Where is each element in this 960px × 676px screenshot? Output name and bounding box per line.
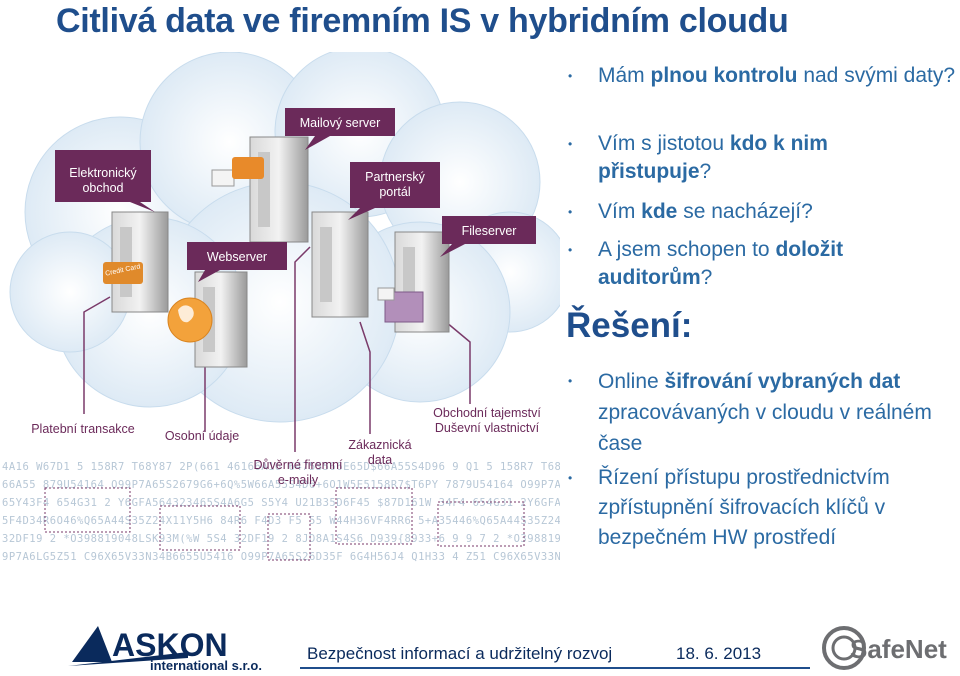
- label-mail-server: Mailový server: [299, 116, 381, 130]
- bullet-dot-icon: •: [568, 243, 573, 257]
- footer-divider: [300, 667, 810, 669]
- code-row: 5F4D34R6O46%Q65A44S35Z24X11Y5H6 84R6 F4D…: [2, 515, 560, 527]
- label-personal-data: Osobní údaje: [164, 429, 240, 443]
- slide-title: Citlivá data ve firemním IS v hybridním …: [56, 2, 789, 40]
- label-fileserver: Fileserver: [461, 224, 517, 238]
- server-partner: [311, 211, 369, 318]
- code-row: 65Y43F4 654G31 2 Y6GFA564323465S4A6G5 S5…: [2, 497, 560, 509]
- code-row: 66A55 879U54164 O99P7A65S2679G6+6Q%5W66A…: [2, 479, 560, 491]
- label-box-eshop: [55, 150, 155, 212]
- server-web: [167, 271, 248, 368]
- bullet-location: • Vím kde se nacházejí?: [568, 198, 938, 226]
- label-trade-secrets: Obchodní tajemství Duševní vlastnictví: [433, 406, 541, 435]
- label-payments: Platební transakce: [31, 422, 135, 436]
- label-box-web: [187, 242, 287, 282]
- label-eshop: Elektronický obchod: [69, 166, 137, 195]
- server-eshop: [103, 211, 169, 313]
- footer-date: 18. 6. 2013: [676, 644, 762, 663]
- bullet-control: • Mám plnou kontrolu nad svými daty?: [568, 62, 958, 90]
- askon-logo-subtext: international s.r.o.: [150, 658, 262, 672]
- label-webserver: Webserver: [206, 250, 268, 264]
- askon-logo-text: ASKON: [112, 627, 228, 663]
- bullet-dot-icon: •: [568, 205, 573, 219]
- label-box-partner: [348, 162, 440, 220]
- footer-text: Bezpečnost informací a udržitelný rozvoj: [307, 644, 613, 663]
- bullet-encryption: • Online šifrování vybraných dat zpracov…: [568, 366, 958, 459]
- label-customer-data: Zákaznická data: [348, 438, 412, 467]
- hybrid-cloud-diagram: 4A16 W67D1 5 158R7 T68Y87 2P(661 46166A1…: [2, 52, 560, 563]
- code-row: 4A16 W67D1 5 158R7 T68Y87 2P(661 46166A1…: [2, 461, 560, 473]
- bullet-access: • Vím s jistotou kdo k nim přistupuje?: [568, 132, 828, 183]
- label-confidential-email: Důvěrné firemní e-maily: [253, 458, 343, 487]
- label-partner-portal: Partnerský portál: [365, 170, 425, 199]
- bullet-audit: • A jsem schopen to doložit auditorům?: [568, 238, 844, 289]
- bullet-dot-icon: •: [568, 471, 573, 485]
- bullet-dot-icon: •: [568, 137, 573, 151]
- connector-lines: [83, 246, 471, 452]
- label-box-file: [440, 216, 536, 257]
- encrypted-boxes: [44, 487, 525, 561]
- server-file: [377, 231, 450, 333]
- safenet-logo-text: SafeNet: [850, 634, 947, 664]
- code-row: 32DF19 2 *O398819048LSK93M(%W 5S4 32DF19…: [2, 533, 560, 545]
- safenet-logo: SafeNet: [822, 626, 947, 670]
- label-box-mail: [285, 108, 395, 150]
- code-row: 9P7A6LG5Z51 C96X65V33N34B6655U5416 O99P7…: [2, 551, 560, 563]
- askon-logo: ASKON international s.r.o.: [68, 626, 262, 672]
- server-mail: [211, 136, 309, 243]
- bullet-dot-icon: •: [568, 69, 573, 83]
- encrypted-data-rows: 4A16 W67D1 5 158R7 T68Y87 2P(661 46166A1…: [2, 461, 560, 563]
- bullet-dot-icon: •: [568, 374, 573, 388]
- solution-heading: Řešení:: [566, 306, 693, 345]
- bullet-key-access: • Řízení přístupu prostřednictvím zpříst…: [568, 463, 953, 553]
